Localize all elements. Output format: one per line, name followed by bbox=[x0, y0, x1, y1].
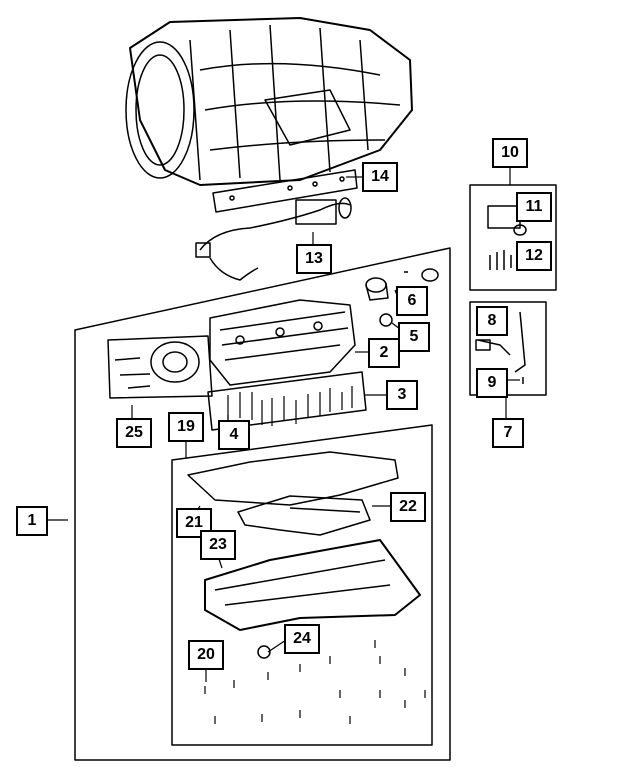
filter-6-illustration bbox=[365, 268, 439, 301]
callout-6: 6 bbox=[396, 286, 428, 316]
valve-body-2-illustration bbox=[209, 299, 356, 386]
drain-plug-24-illustration bbox=[257, 645, 271, 659]
callout-11: 11 bbox=[516, 192, 552, 222]
callout-8: 8 bbox=[476, 306, 508, 336]
bolts-4-illustration bbox=[227, 386, 353, 426]
callout-5: 5 bbox=[398, 322, 430, 352]
transmission-case-illustration bbox=[125, 17, 413, 186]
pump-25-illustration bbox=[114, 341, 200, 389]
callout-23: 23 bbox=[200, 530, 236, 560]
pump-frame-25 bbox=[107, 335, 213, 399]
callout-25: 25 bbox=[116, 418, 152, 448]
callout-7: 7 bbox=[492, 418, 524, 448]
pan-bolts-20-illustration bbox=[204, 640, 426, 724]
wiring-harness-13-illustration bbox=[195, 197, 352, 281]
callout-4: 4 bbox=[218, 420, 250, 450]
oil-pan-23-illustration bbox=[204, 539, 421, 631]
callout-3: 3 bbox=[386, 380, 418, 410]
callout-14: 14 bbox=[362, 162, 398, 192]
sensor-frame-7 bbox=[469, 301, 547, 396]
callout-12: 12 bbox=[516, 241, 552, 271]
filter-22-illustration bbox=[237, 495, 371, 536]
bracket-14-illustration bbox=[212, 169, 358, 213]
callout-1: 1 bbox=[16, 506, 48, 536]
module-frame-10 bbox=[469, 184, 557, 291]
callout-9: 9 bbox=[476, 368, 508, 398]
callout-2: 2 bbox=[368, 338, 400, 368]
callout-19: 19 bbox=[168, 412, 204, 442]
callout-10: 10 bbox=[492, 138, 528, 168]
bolts-frame-3 bbox=[207, 371, 367, 431]
callout-13: 13 bbox=[296, 244, 332, 274]
seal-5-illustration bbox=[379, 313, 393, 327]
callout-24: 24 bbox=[284, 624, 320, 654]
gasket-21-illustration bbox=[187, 451, 399, 506]
assembly-frame-1 bbox=[74, 247, 451, 761]
callout-20: 20 bbox=[188, 640, 224, 670]
sensor-8-illustration bbox=[475, 311, 526, 384]
oil-pan-frame-19 bbox=[171, 424, 433, 746]
callout-22: 22 bbox=[390, 492, 426, 522]
